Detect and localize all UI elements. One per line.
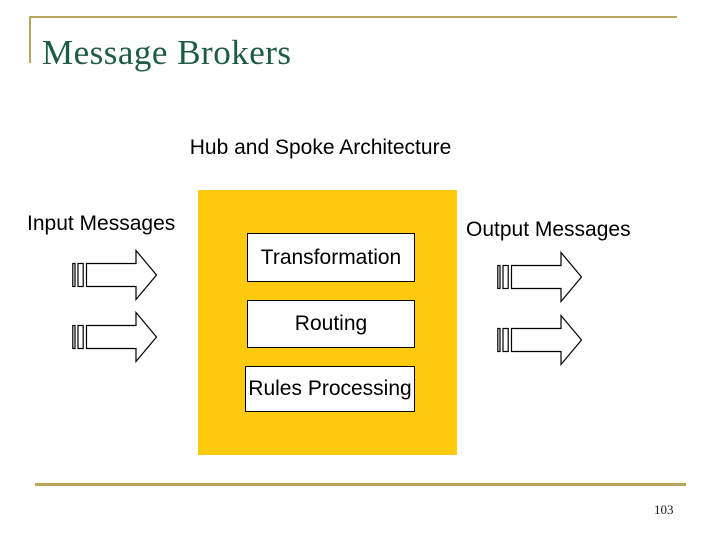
striped-right-arrow-icon [497, 251, 583, 303]
striped-right-arrow-icon [72, 249, 158, 301]
striped-right-arrow-icon [497, 314, 583, 366]
hub-item-label: Transformation [260, 245, 402, 269]
hub-item-label: Routing [294, 312, 368, 335]
hub-item-routing: Routing [247, 300, 415, 348]
slide-title: Message Brokers [42, 33, 292, 72]
input-messages-label: Input Messages [27, 212, 176, 235]
top-accent-line [30, 16, 677, 18]
bottom-accent-line [35, 483, 686, 486]
hub-box: Transformation Routing Rules Processing [198, 190, 457, 455]
hub-item-rules-processing: Rules Processing [245, 366, 415, 412]
page-number: 103 [654, 502, 674, 517]
hub-item-transformation: Transformation [247, 233, 415, 282]
hub-item-label: Rules Processing [248, 377, 412, 400]
output-messages-label: Output Messages [466, 218, 631, 241]
title-accent-tick [29, 16, 31, 63]
subtitle: Hub and Spoke Architecture [189, 136, 452, 159]
striped-right-arrow-icon [72, 311, 158, 363]
